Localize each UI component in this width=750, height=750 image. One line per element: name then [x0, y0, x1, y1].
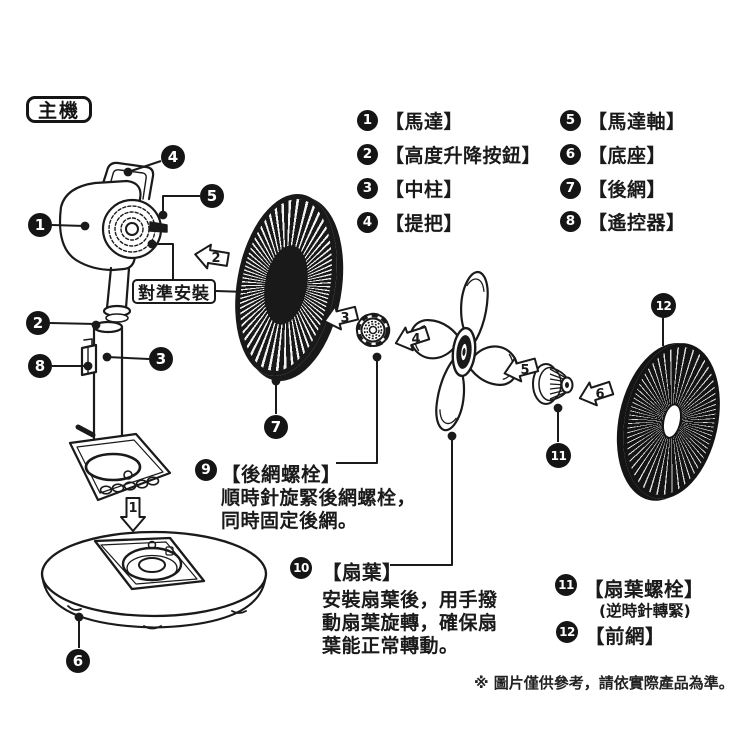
arrow-1-number: 1 [128, 501, 137, 516]
parts-list-item-4: 4 【提把】 [357, 210, 464, 235]
callout-6-base: 6 [66, 649, 90, 673]
parts-list-item-1: 1 【馬達】 [357, 108, 464, 133]
part-number-badge: 2 [357, 143, 378, 165]
grille-nut-illustration [355, 312, 391, 348]
callout-2-height-button: 2 [26, 311, 50, 335]
step-10-number-badge: 10 [290, 557, 312, 579]
arrow-2-left: 2 [194, 243, 230, 270]
callout-11-spinner: 11 [546, 443, 571, 468]
callout-connectors [49, 160, 664, 648]
step-9-title: 【後網螺栓】 [221, 463, 342, 486]
arrow-3-left: 3 [323, 305, 360, 331]
arrow-6-left: 6 [578, 380, 615, 407]
callout-4-handle: 4 [161, 145, 185, 169]
step-9-instructions: 順時針旋緊後網螺栓， 同時固定後網。 [221, 487, 416, 533]
spinner-bolt-illustration [532, 363, 574, 405]
arrow-4-number: 4 [411, 332, 420, 347]
motor-illustration [58, 161, 168, 323]
step-10-line-3: 葉能正常轉動。 [322, 635, 459, 657]
part-number-badge: 6 [560, 143, 581, 165]
pole-illustration [75, 320, 124, 456]
step-9-line-1: 順時針旋緊後網螺栓， [221, 487, 417, 509]
arrow-6-number: 6 [595, 387, 604, 402]
parts-list-item-8: 8 【遙控器】 [560, 209, 686, 234]
arrow-2-number: 2 [211, 251, 220, 266]
step-10-line-1: 安裝扇葉後，用手撥 [322, 589, 498, 611]
step-10-line-2: 動扇葉旋轉，確保扇 [322, 612, 498, 634]
part-number-badge: 3 [357, 177, 378, 199]
part-number-badge: 8 [560, 210, 581, 232]
callout-8-remote: 8 [28, 354, 52, 378]
callout-12-front-grille: 12 [651, 293, 676, 318]
arrow-5-number: 5 [520, 363, 529, 378]
part-name: 【馬達軸】 [588, 110, 686, 133]
assembly-arrows: 1 2 3 4 5 6 [120, 243, 615, 532]
arrow-4-left: 4 [394, 325, 431, 352]
page-title-badge: 主機 [26, 96, 93, 123]
parts-list-item-5: 5 【馬達軸】 [560, 108, 686, 133]
part-name: 【提把】 [385, 212, 464, 235]
arrow-5-left: 5 [503, 357, 540, 383]
step-9-number-badge: 9 [195, 459, 217, 481]
step-11-number-badge: 11 [555, 574, 577, 596]
part-number-badge: 4 [357, 211, 378, 233]
part-number-badge: 5 [560, 109, 581, 131]
callout-1-motor: 1 [28, 213, 52, 237]
part-name: 【底座】 [588, 144, 667, 167]
part-name: 【馬達】 [385, 110, 464, 133]
parts-list-item-7: 7 【後網】 [560, 176, 667, 201]
arrow-1-down: 1 [120, 497, 146, 532]
part-name: 【後網】 [588, 178, 667, 201]
base-illustration [40, 530, 268, 630]
align-install-label: 對準安裝 [132, 279, 216, 304]
step-11-note: (逆時針轉緊) [599, 602, 691, 620]
step-10-instructions: 安裝扇葉後，用手撥 動扇葉旋轉，確保扇 葉能正常轉動。 [322, 589, 498, 658]
step-9-line-2: 同時固定後網。 [221, 510, 358, 532]
step-10-title: 【扇葉】 [322, 561, 403, 584]
fan-blade-illustration [407, 266, 521, 435]
parts-list-item-3: 3 【中柱】 [357, 176, 464, 201]
step-11-title: 【扇葉螺栓】 [584, 578, 705, 601]
part-number-badge: 7 [560, 177, 581, 199]
part-name: 【遙控器】 [588, 211, 686, 234]
parts-list-item-6: 6 【底座】 [560, 142, 667, 167]
part-name: 【高度升降按鈕】 [385, 144, 542, 167]
step-12-title: 【前網】 [585, 625, 666, 648]
disclaimer-text: ※ 圖片僅供參考，請依實際產品為準。 [474, 674, 734, 692]
parts-list-item-2: 2 【高度升降按鈕】 [357, 142, 542, 167]
callout-5-motor-shaft: 5 [200, 184, 224, 208]
step-12-number-badge: 12 [556, 621, 578, 643]
callout-7-rear-grille: 7 [264, 415, 288, 439]
callout-3-pole: 3 [149, 347, 173, 371]
mounting-plate-illustration [68, 432, 172, 502]
part-number-badge: 1 [357, 109, 378, 131]
arrow-3-number: 3 [340, 311, 349, 326]
part-name: 【中柱】 [385, 178, 464, 201]
